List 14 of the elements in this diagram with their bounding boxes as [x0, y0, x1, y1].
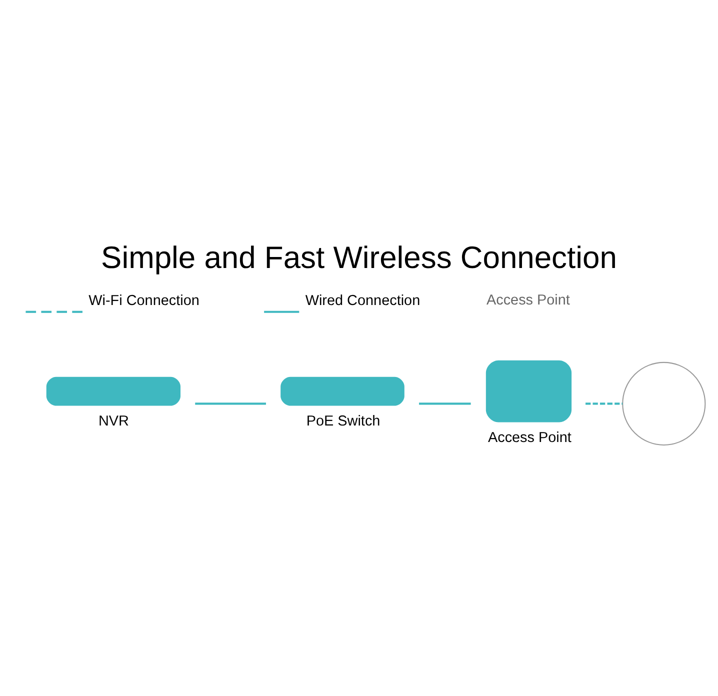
legend-label: Wi-Fi Connection — [88, 292, 200, 308]
connector — [419, 402, 471, 404]
connector — [586, 402, 622, 404]
node-box — [46, 376, 180, 406]
node-box — [280, 376, 404, 406]
node-label: PoE Switch — [306, 413, 380, 430]
label: Access Point — [486, 292, 570, 308]
node-box — [486, 360, 572, 422]
legend-label: Wired Connection — [305, 292, 420, 308]
connector — [195, 402, 266, 404]
diagram-title: Simple and Fast Wireless Connection — [101, 240, 617, 275]
node-label: NVR — [98, 413, 129, 430]
node-circle — [622, 361, 706, 445]
node-label: Access Point — [488, 430, 572, 446]
